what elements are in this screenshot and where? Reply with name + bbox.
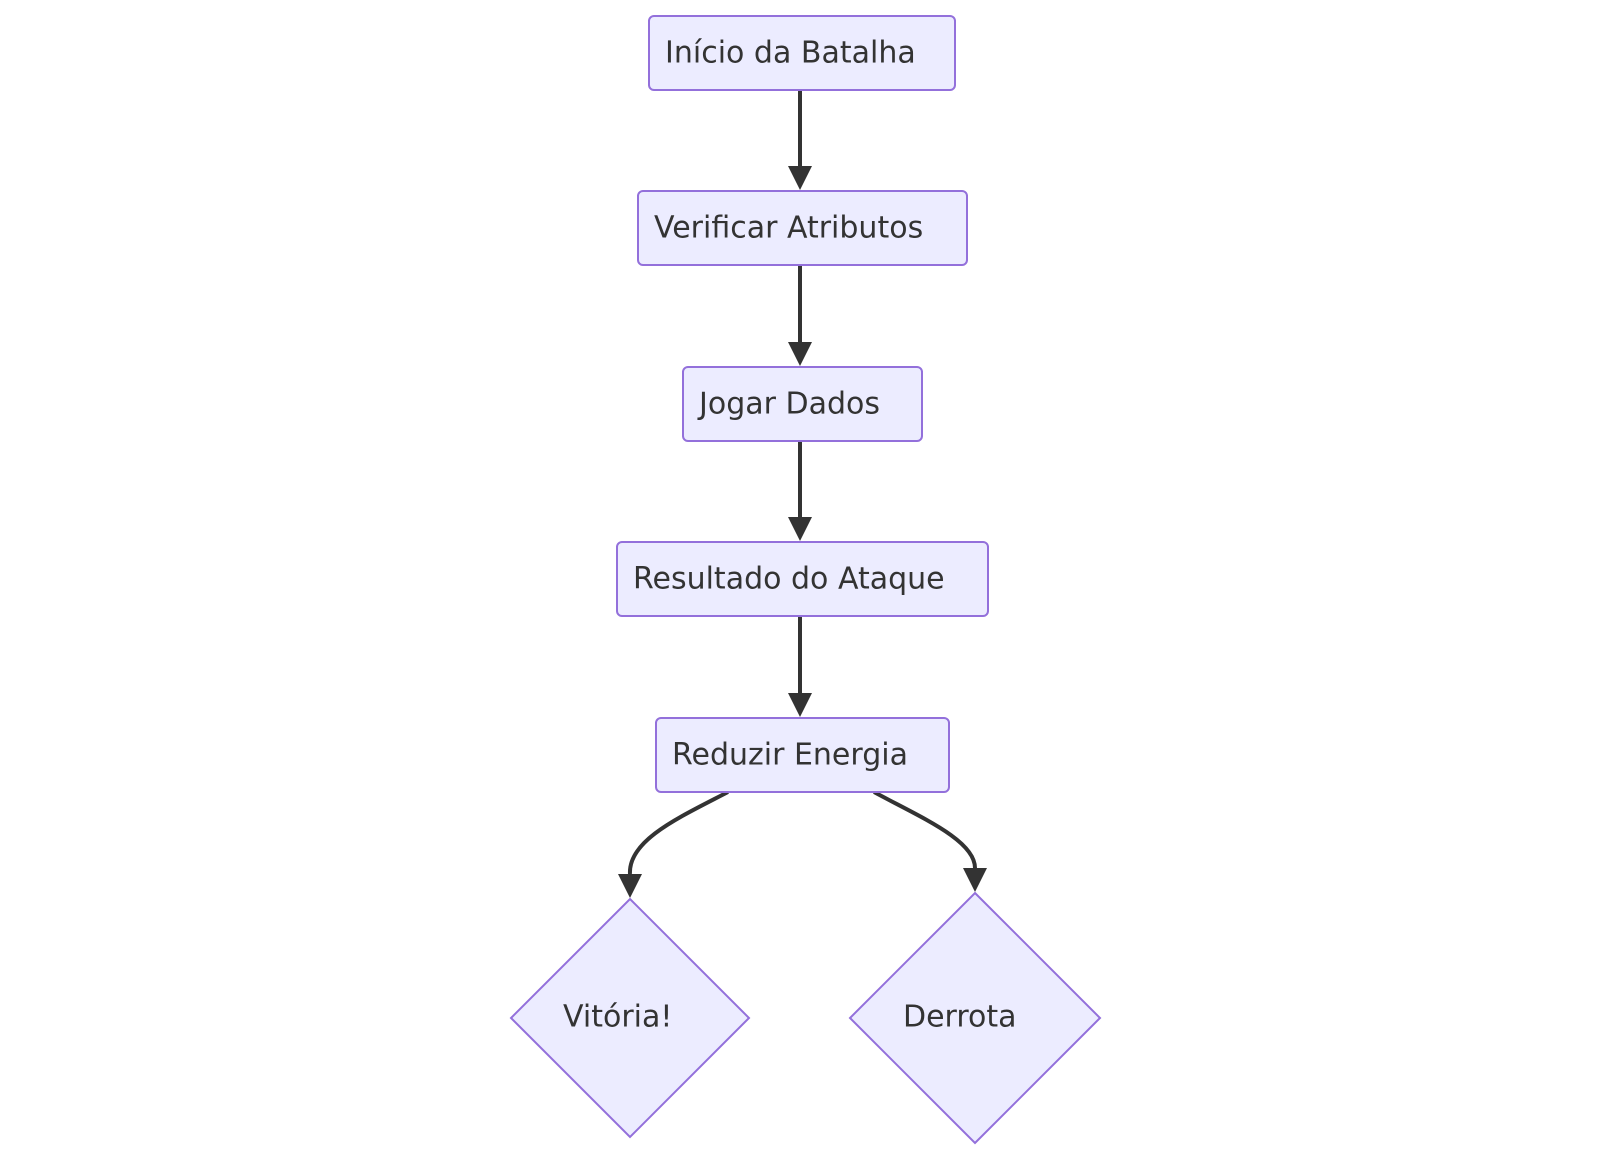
node-reduce-label: Reduzir Energia [672, 738, 908, 773]
node-check[interactable]: Verificar Atributos [637, 190, 968, 266]
edge-check-to-roll [788, 266, 812, 366]
arrowhead-icon [618, 874, 642, 898]
arrowhead-icon [788, 517, 812, 541]
node-start-label: Início da Batalha [665, 36, 916, 71]
arrowhead-icon [963, 868, 987, 892]
edges [618, 91, 987, 898]
edge-roll-to-result [788, 441, 812, 541]
arrowhead-icon [788, 342, 812, 366]
edge-start-to-check [788, 91, 812, 190]
node-start[interactable]: Início da Batalha [648, 15, 956, 91]
node-defeat-label: Derrota [903, 1000, 1017, 1035]
arrowhead-icon [788, 166, 812, 190]
node-victory-label: Vitória! [563, 1000, 672, 1035]
node-roll[interactable]: Jogar Dados [682, 366, 923, 442]
node-reduce[interactable]: Reduzir Energia [655, 717, 950, 793]
node-roll-label: Jogar Dados [697, 387, 880, 422]
edge-result-to-reduce [788, 616, 812, 717]
node-result-label: Resultado do Ataque [633, 562, 945, 597]
node-defeat[interactable]: Derrota [848, 891, 1102, 1145]
node-result[interactable]: Resultado do Ataque [616, 541, 989, 617]
edge-reduce-to-defeat [873, 790, 987, 892]
node-check-label: Verificar Atributos [654, 211, 923, 246]
node-victory[interactable]: Vitória! [509, 897, 751, 1139]
arrowhead-icon [788, 693, 812, 717]
edge-reduce-to-victory [618, 790, 729, 898]
